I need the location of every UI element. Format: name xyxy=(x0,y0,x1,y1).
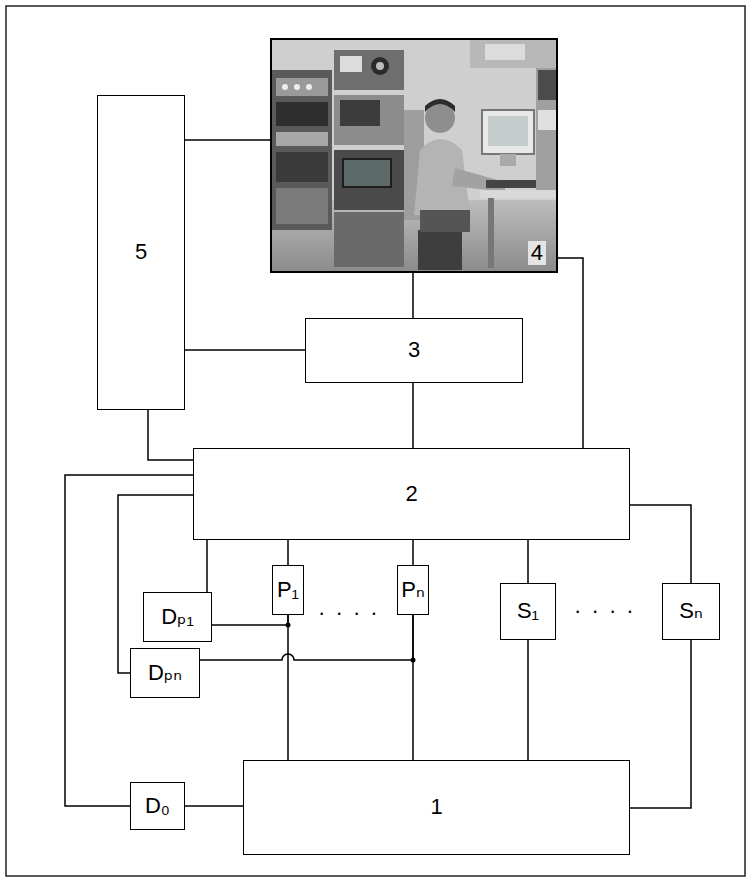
lab-photo xyxy=(270,38,558,273)
signal-wire xyxy=(185,139,270,141)
photo-detail xyxy=(272,70,332,230)
outer-frame xyxy=(6,6,745,876)
photo-detail xyxy=(425,99,455,112)
signal-wire xyxy=(185,349,305,351)
photo-detail xyxy=(340,100,380,126)
signal-wire xyxy=(148,410,193,460)
unit-box: 5 xyxy=(97,95,185,410)
photo-detail xyxy=(485,44,525,60)
ellipsis-label: · · · · xyxy=(318,600,380,626)
signal-wire xyxy=(287,615,289,760)
unit-number: Dₚ₁ xyxy=(161,605,194,629)
photo-detail xyxy=(282,84,288,90)
signal-wire xyxy=(118,495,193,673)
unit-box: D₀ xyxy=(130,782,185,830)
photo-detail xyxy=(270,38,558,273)
unit-box: Sₙ xyxy=(662,583,720,640)
unit-number: D₀ xyxy=(145,794,170,818)
signal-wire xyxy=(630,640,691,808)
signal-wire xyxy=(527,640,529,760)
photo-detail xyxy=(536,60,558,190)
photo-detail xyxy=(276,188,328,224)
signal-wire xyxy=(630,505,691,583)
photo-detail xyxy=(376,62,384,70)
signal-wire xyxy=(412,540,414,565)
signal-wire xyxy=(527,540,529,583)
photo-detail xyxy=(342,158,392,188)
photo-detail xyxy=(488,198,494,268)
photo-detail xyxy=(538,110,556,130)
photo-detail xyxy=(488,116,528,146)
photo-detail xyxy=(500,154,516,166)
photo-detail xyxy=(334,150,404,210)
signal-wire xyxy=(185,805,243,807)
photo-detail xyxy=(470,38,558,68)
unit-box: Pₙ xyxy=(397,565,429,615)
ellipsis-label: · · · · xyxy=(574,598,636,624)
photo-detail xyxy=(276,78,328,96)
unit-number: Pₙ xyxy=(401,578,424,602)
photo-detail xyxy=(334,212,404,267)
photo-detail xyxy=(276,132,328,146)
unit-box: Dₚ₁ xyxy=(143,592,212,642)
signal-wire xyxy=(412,383,414,448)
unit-number: 1 xyxy=(430,795,442,819)
unit-box: Dₚₙ xyxy=(130,648,200,698)
photo-detail xyxy=(276,102,328,126)
photo-detail xyxy=(418,230,462,270)
photo-detail xyxy=(420,210,470,232)
unit-box: 2 xyxy=(193,448,630,540)
unit-number: P₁ xyxy=(277,578,299,602)
unit-number: 3 xyxy=(408,338,420,362)
unit-number: Sₙ xyxy=(679,599,702,623)
photo-detail xyxy=(294,84,300,90)
photo-detail xyxy=(371,57,389,75)
photo-detail xyxy=(334,95,404,145)
unit-box: S₁ xyxy=(500,583,556,640)
photo-detail xyxy=(344,160,390,186)
photo-detail xyxy=(482,110,534,154)
workstation-box: 4 xyxy=(270,38,558,273)
photo-detail xyxy=(340,56,362,72)
signal-wire xyxy=(287,540,289,565)
photo-detail xyxy=(306,84,312,90)
unit-box: 3 xyxy=(305,318,523,383)
photo-detail xyxy=(486,180,536,188)
unit-box: 1 xyxy=(243,760,630,855)
signal-wire xyxy=(212,615,288,625)
unit-number: 2 xyxy=(405,482,417,506)
unit-box: P₁ xyxy=(272,565,304,615)
photo-detail xyxy=(538,70,556,100)
signal-wire xyxy=(200,615,413,660)
unit-number: Dₚₙ xyxy=(148,661,182,685)
unit-number: 4 xyxy=(528,241,546,265)
signal-wire xyxy=(412,273,414,318)
signal-wire xyxy=(206,540,208,592)
unit-number: S₁ xyxy=(517,599,539,623)
unit-number: 5 xyxy=(135,240,147,264)
photo-detail xyxy=(276,152,328,182)
photo-detail xyxy=(334,50,404,90)
signal-wire xyxy=(558,258,583,448)
photo-detail xyxy=(480,190,558,198)
